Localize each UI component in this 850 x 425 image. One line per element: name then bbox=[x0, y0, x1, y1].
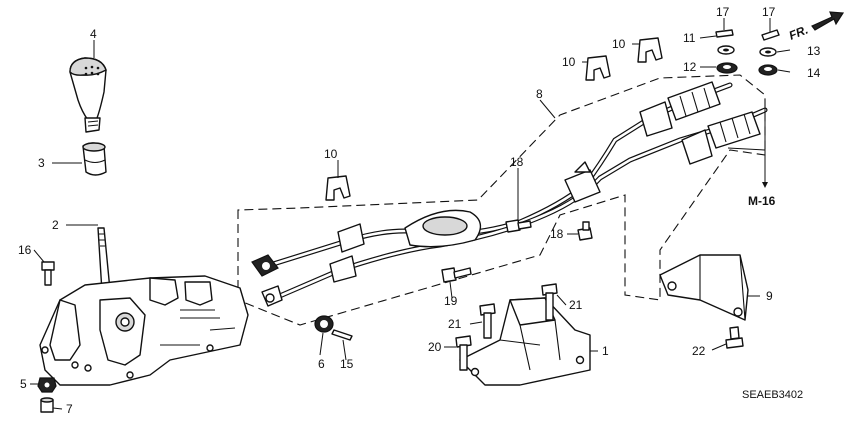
washer-11 bbox=[717, 45, 735, 55]
bushing-6 bbox=[314, 315, 334, 333]
diagram-code: SEAEB3402 bbox=[742, 389, 803, 401]
cable-assembly-outline bbox=[237, 74, 766, 326]
callout-6: 6 bbox=[318, 357, 325, 371]
clip-10-a bbox=[325, 175, 351, 201]
callout-21-a: 21 bbox=[569, 298, 583, 312]
bracket-9 bbox=[659, 254, 749, 321]
callouts: 4 3 2 16 5 7 8 9 10 10 10 11 12 13 14 17… bbox=[18, 5, 821, 416]
bolt-21-b bbox=[541, 283, 558, 321]
pin-16 bbox=[331, 329, 353, 341]
bolt-20 bbox=[455, 335, 472, 371]
callout-20: 20 bbox=[428, 340, 442, 354]
clip-10-c bbox=[637, 37, 663, 63]
callout-9: 9 bbox=[766, 289, 773, 303]
callout-15: 16 bbox=[18, 243, 32, 257]
bolt-19 bbox=[441, 267, 472, 283]
pin-17-b bbox=[761, 29, 780, 41]
callout-16: 15 bbox=[340, 357, 354, 371]
callout-8: 8 bbox=[536, 87, 543, 101]
callout-22: 22 bbox=[692, 344, 706, 358]
base-bracket-1 bbox=[459, 297, 591, 386]
bushing-14 bbox=[758, 64, 778, 76]
bolt-22 bbox=[725, 326, 744, 349]
clip-10-b bbox=[585, 55, 611, 81]
callout-3: 3 bbox=[38, 156, 45, 170]
bolt-21-a bbox=[479, 303, 496, 339]
callout-10-c: 10 bbox=[612, 37, 626, 51]
front-label: FR. bbox=[787, 23, 810, 43]
shift-lever-housing bbox=[39, 227, 249, 386]
callout-17-b: 17 bbox=[762, 5, 776, 19]
bolt-18-a bbox=[505, 219, 532, 233]
shift-cable-assembly bbox=[251, 81, 768, 307]
pin-17-a bbox=[715, 29, 734, 38]
reference-label: M-16 bbox=[748, 194, 776, 208]
callout-17-a: 17 bbox=[716, 5, 730, 19]
shift-knob bbox=[69, 57, 107, 133]
nut-5 bbox=[37, 377, 57, 393]
callout-18-a: 18 bbox=[510, 155, 524, 169]
callout-1: 1 bbox=[602, 344, 609, 358]
reference-leader bbox=[727, 147, 766, 151]
bolt-15 bbox=[41, 261, 55, 286]
callout-13: 13 bbox=[807, 44, 821, 58]
callout-5: 5 bbox=[20, 377, 27, 391]
bolt-18-b bbox=[577, 221, 593, 241]
leader-lines bbox=[30, 18, 791, 410]
collar-7 bbox=[40, 397, 54, 413]
front-direction-indicator: FR. bbox=[787, 11, 845, 43]
callout-10-b: 10 bbox=[562, 55, 576, 69]
callout-14: 14 bbox=[807, 66, 821, 80]
callout-11: 11 bbox=[683, 31, 696, 45]
washer-13 bbox=[759, 47, 777, 57]
callout-10-a: 10 bbox=[324, 147, 338, 161]
callout-18-b: 18 bbox=[550, 227, 564, 241]
callout-19: 19 bbox=[444, 294, 458, 308]
callout-7: 7 bbox=[66, 402, 73, 416]
front-arrow-icon bbox=[811, 11, 845, 31]
callout-12: 12 bbox=[683, 60, 697, 74]
callout-2: 2 bbox=[52, 218, 59, 232]
bushing-12 bbox=[716, 62, 738, 74]
shift-collar bbox=[82, 142, 107, 176]
callout-4: 4 bbox=[90, 27, 97, 41]
callout-21-b: 21 bbox=[448, 317, 462, 331]
